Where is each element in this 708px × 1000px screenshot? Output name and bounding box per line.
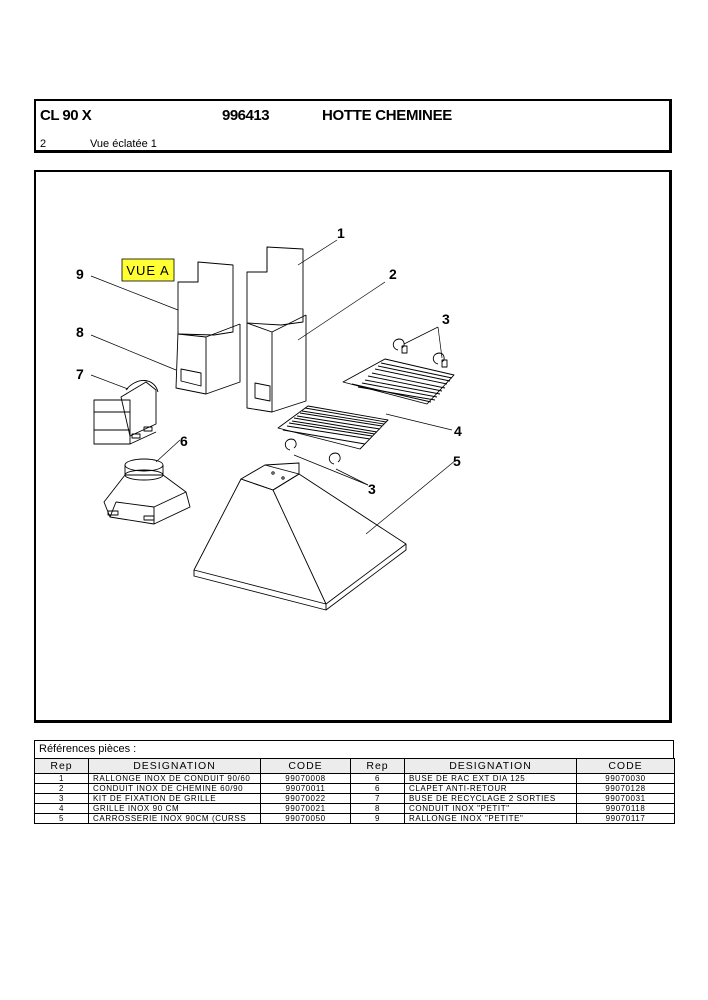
table-row: 4 GRILLE INOX 90 CM 99070021 8 CONDUIT I… xyxy=(34,803,675,814)
cell: 99070022 xyxy=(260,793,351,804)
cell: GRILLE INOX 90 CM xyxy=(88,803,261,814)
cell: CONDUIT INOX DE CHEMINE 60/90 xyxy=(88,783,261,794)
parts-reference-table: Références pièces : Rep DESIGNATION CODE… xyxy=(34,740,675,824)
cell: 99070128 xyxy=(576,783,675,794)
product-code: 996413 xyxy=(222,107,270,124)
nozzle-part xyxy=(103,458,191,525)
cell: 6 xyxy=(350,773,405,784)
cell: CARROSSERIE INOX 90CM (CURSS xyxy=(88,813,261,824)
cell: 3 xyxy=(34,793,89,804)
cell: 7 xyxy=(350,793,405,804)
small-duct xyxy=(175,261,241,395)
cell: 99070008 xyxy=(260,773,351,784)
cell: CLAPET ANTI-RETOUR xyxy=(404,783,577,794)
grease-filters xyxy=(277,358,455,450)
table-row: 5 CARROSSERIE INOX 90CM (CURSS 99070050 … xyxy=(34,813,675,824)
leader-lines xyxy=(90,239,457,535)
view-title: Vue éclatée 1 xyxy=(90,138,157,150)
title-block: CL 90 X 996413 HOTTE CHEMINEE 2 Vue écla… xyxy=(34,99,672,153)
col-code: CODE xyxy=(260,758,351,774)
cell: 9 xyxy=(350,813,405,824)
cell: 8 xyxy=(350,803,405,814)
table-row: 2 CONDUIT INOX DE CHEMINE 60/90 99070011… xyxy=(34,783,675,794)
col-designation: DESIGNATION xyxy=(88,758,261,774)
cell: CONDUIT INOX "PETIT" xyxy=(404,803,577,814)
valve-part xyxy=(93,380,159,445)
cell: BUSE DE RECYCLAGE 2 SORTIES xyxy=(404,793,577,804)
cell: 99070118 xyxy=(576,803,675,814)
callout-6: 6 xyxy=(180,433,188,449)
cell: KIT DE FIXATION DE GRILLE xyxy=(88,793,261,804)
table-row: 1 RALLONGE INOX DE CONDUIT 90/60 9907000… xyxy=(34,773,675,784)
cell: 99070050 xyxy=(260,813,351,824)
callout-8: 8 xyxy=(76,324,84,340)
cell: 6 xyxy=(350,783,405,794)
callout-numbers: 1 2 3 4 5 6 7 8 9 3 xyxy=(76,225,462,497)
cell: 99070031 xyxy=(576,793,675,804)
col-rep: Rep xyxy=(34,758,89,774)
callout-3-top: 3 xyxy=(442,311,450,327)
cell: 99070030 xyxy=(576,773,675,784)
callout-7: 7 xyxy=(76,366,84,382)
exploded-view-diagram: VUE A 1 2 3 4 5 6 7 8 9 3 xyxy=(34,170,672,723)
col-rep-2: Rep xyxy=(350,758,405,774)
vue-a-badge xyxy=(121,258,175,282)
callout-3-bottom: 3 xyxy=(368,481,376,497)
callout-4: 4 xyxy=(454,423,462,439)
cell: BUSE DE RAC EXT DIA 125 xyxy=(404,773,577,784)
cell: 99070011 xyxy=(260,783,351,794)
cell: 5 xyxy=(34,813,89,824)
cell: 4 xyxy=(34,803,89,814)
cell: 99070021 xyxy=(260,803,351,814)
model-name: CL 90 X xyxy=(40,107,92,124)
callout-9: 9 xyxy=(76,266,84,282)
cell: RALLONGE INOX DE CONDUIT 90/60 xyxy=(88,773,261,784)
table-header-row: Rep DESIGNATION CODE Rep DESIGNATION COD… xyxy=(34,758,675,774)
cell: 2 xyxy=(34,783,89,794)
exploded-view-drawing: VUE A 1 2 3 4 5 6 7 8 9 3 xyxy=(76,225,462,611)
cell: RALLONGE INOX "PETITE" xyxy=(404,813,577,824)
callout-5: 5 xyxy=(453,453,461,469)
parts-table: Rep DESIGNATION CODE Rep DESIGNATION COD… xyxy=(34,758,675,824)
col-designation-2: DESIGNATION xyxy=(404,758,577,774)
table-row: 3 KIT DE FIXATION DE GRILLE 99070022 7 B… xyxy=(34,793,675,804)
page-number: 2 xyxy=(40,138,47,150)
references-caption: Références pièces : xyxy=(34,740,674,758)
col-code-2: CODE xyxy=(576,758,675,774)
hood-body xyxy=(193,462,407,611)
cell: 1 xyxy=(34,773,89,784)
callout-2: 2 xyxy=(389,266,397,282)
callout-1: 1 xyxy=(337,225,345,241)
cell: 99070117 xyxy=(576,813,675,824)
product-name: HOTTE CHEMINEE xyxy=(322,107,452,124)
fixing-clips xyxy=(284,338,448,465)
vue-a-label: VUE A xyxy=(126,263,169,278)
chimney-duct xyxy=(246,246,307,413)
